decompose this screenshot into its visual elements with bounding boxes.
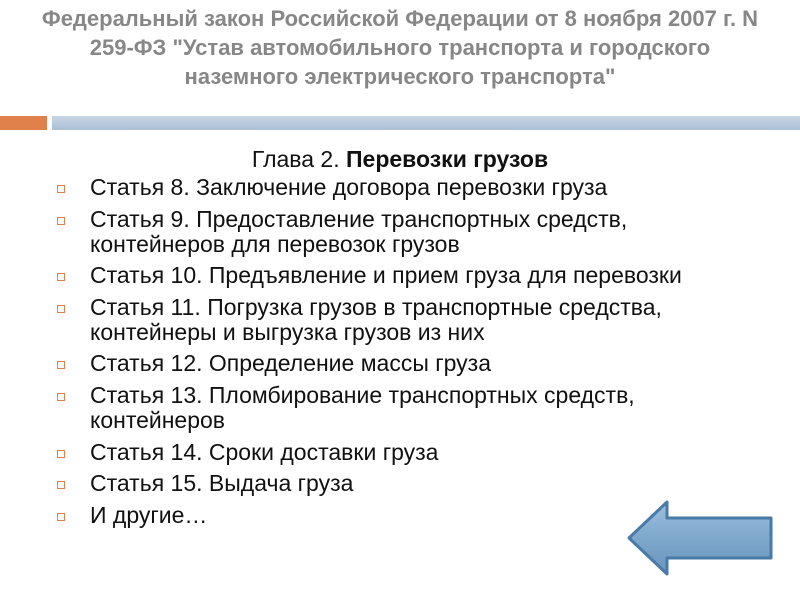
list-item: Статья 15. Выдача груза xyxy=(56,471,756,496)
square-bullet-icon xyxy=(57,449,65,458)
list-item-text: Статья 13. Пломбирование транспортных ср… xyxy=(90,381,635,433)
list-item: Статья 9. Предоставление транспортных ср… xyxy=(56,205,756,257)
chapter-prefix: Глава 2. xyxy=(251,146,346,172)
square-bullet-icon xyxy=(57,273,65,282)
list-item: Статья 10. Предъявление и прием груза дл… xyxy=(56,263,756,288)
chapter-heading: Глава 2. Перевозки грузов xyxy=(0,144,800,174)
square-bullet-icon xyxy=(57,361,65,370)
list-item: Статья 13. Пломбирование транспортных ср… xyxy=(56,381,756,433)
list-item: Статья 8. Заключение договора перевозки … xyxy=(56,175,756,200)
divider-accent-orange xyxy=(0,116,47,130)
square-bullet-icon xyxy=(57,304,65,313)
list-item-text: Статья 12. Определение массы груза xyxy=(90,350,491,377)
list-item-text: Статья 8. Заключение договора перевозки … xyxy=(90,174,608,200)
articles-list: Статья 8. Заключение договора перевозки … xyxy=(56,175,756,534)
list-item: И другие… xyxy=(56,501,756,528)
square-bullet-icon xyxy=(57,392,65,401)
divider-accent-blue xyxy=(52,116,800,130)
list-item-text: Статья 11. Погрузка грузов в транспортны… xyxy=(90,293,662,345)
square-bullet-icon xyxy=(57,185,65,193)
square-bullet-icon xyxy=(57,481,65,490)
list-item-text: Статья 10. Предъявление и прием груза дл… xyxy=(90,262,682,289)
slide-title: Федеральный закон Российской Федерации о… xyxy=(41,6,759,89)
chapter-name: Перевозки грузов xyxy=(346,146,549,172)
list-item: Статья 12. Определение массы груза xyxy=(56,351,756,376)
back-arrow-icon[interactable] xyxy=(625,498,775,578)
list-item: Статья 11. Погрузка грузов в транспортны… xyxy=(56,293,756,345)
list-item-text: Статья 9. Предоставление транспортных ср… xyxy=(90,205,628,257)
list-item-text: Статья 15. Выдача груза xyxy=(90,470,354,497)
list-item-text: Статья 14. Сроки доставки груза xyxy=(90,438,439,465)
list-item-text: И другие… xyxy=(90,501,208,528)
square-bullet-icon xyxy=(57,216,65,225)
list-item: Статья 14. Сроки доставки груза xyxy=(56,438,756,465)
square-bullet-icon xyxy=(57,512,65,521)
